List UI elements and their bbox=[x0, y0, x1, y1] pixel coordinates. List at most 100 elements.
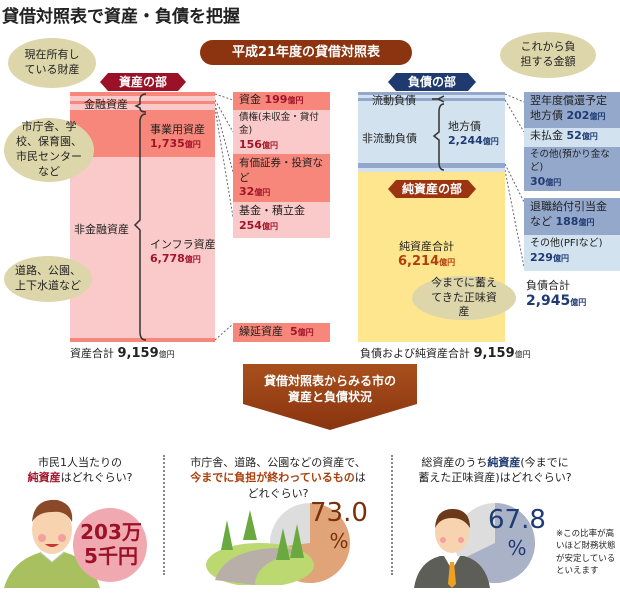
label: 事業用資産 bbox=[150, 123, 205, 136]
bubble-text: これから負担する金額 bbox=[520, 40, 576, 68]
label: 地方債 bbox=[448, 120, 481, 133]
q-text: はどれぐらい? bbox=[60, 471, 133, 485]
value: 1,735 bbox=[150, 137, 185, 150]
brace-icon bbox=[133, 93, 147, 341]
unit: 億円 bbox=[545, 177, 562, 187]
unit: 億円 bbox=[297, 328, 314, 337]
q-text: 市民1人当たりの bbox=[38, 456, 122, 469]
q-text: 蓄えた正味資産)はどれぐらい? bbox=[418, 471, 572, 485]
liability-details-column: 翌年度償還予定地方債 202億円 未払金 52億円 その他(預かり金など)30億… bbox=[524, 92, 620, 309]
bubble-text: 市庁舎、学校、保育園、市民センターなど bbox=[16, 120, 82, 178]
net-ratio-value: 67.8% bbox=[488, 505, 546, 560]
q-text: どれぐらい? bbox=[247, 486, 309, 500]
unit: 億円 bbox=[578, 218, 595, 228]
divider bbox=[391, 455, 393, 575]
current-liabilities-label: 流動負債 bbox=[372, 94, 416, 107]
unit: 億円 bbox=[184, 140, 201, 149]
liability-details-lower: 退職給付引当金など 188億円 その他(PFIなど)229億円 bbox=[524, 198, 620, 272]
value: 188 bbox=[555, 215, 579, 229]
value: 203万 bbox=[80, 520, 142, 544]
unit: 億円 bbox=[287, 96, 304, 105]
dashed-connectors bbox=[505, 93, 525, 268]
value: 2,945 bbox=[526, 293, 571, 310]
label: 退職給付引当金など bbox=[530, 200, 607, 229]
bubble-text: 道路、公園、上下水道など bbox=[15, 264, 81, 292]
panel-net-ratio-question: 総資産のうち純資産(今までに蓄えた正味資産)はどれぐらい? bbox=[395, 455, 595, 486]
liability-details: 翌年度償還予定地方債 202億円 未払金 52億円 その他(預かり金など)30億… bbox=[524, 92, 620, 192]
value2: 5千円 bbox=[84, 544, 138, 568]
liabilities-tag: 負債の部 bbox=[388, 73, 476, 91]
detail-deferred: 繰延資産 5億円 bbox=[233, 323, 330, 342]
page-title: 貸借対照表で資産・負債を把握 bbox=[2, 7, 240, 27]
bubble-infra-assets: 道路、公園、上下水道など bbox=[4, 256, 92, 302]
detail-other-deposits: その他(預かり金など)30億円 bbox=[524, 147, 620, 192]
panel-per-capita-question: 市民1人当たりの純資産はどれぐらい? bbox=[0, 455, 160, 486]
label: 資産合計 bbox=[70, 347, 114, 360]
bubble-text: 今までに蓄えてきた正味資産 bbox=[431, 275, 497, 319]
label: 翌年度償還予定地方債 bbox=[530, 94, 607, 122]
q-text: 総資産のうち bbox=[421, 456, 488, 469]
pct: % bbox=[329, 529, 349, 554]
detail-bonds-next-year: 翌年度償還予定地方債 202億円 bbox=[524, 92, 620, 128]
label: 基金・積立金 bbox=[239, 203, 305, 217]
value: 9,159 bbox=[473, 346, 515, 361]
label: その他(預かり金など) bbox=[530, 149, 610, 173]
unit: 億円 bbox=[439, 258, 456, 267]
per-capita-circle bbox=[73, 508, 147, 582]
unit: 億円 bbox=[581, 132, 598, 141]
unit: 億円 bbox=[514, 350, 531, 359]
grand-total: 負債および純資産合計 9,159億円 bbox=[360, 345, 531, 361]
label: 債権(未収金・貸付金) bbox=[239, 112, 319, 136]
non-current-liabilities-label: 非流動負債 bbox=[362, 132, 417, 145]
detail-retirement: 退職給付引当金など 188億円 bbox=[524, 198, 620, 236]
q-emphasis: 純資産 bbox=[487, 456, 521, 469]
detail-unpaid: 未払金 52億円 bbox=[524, 128, 620, 147]
pie-slice bbox=[459, 503, 535, 583]
value: 6,214 bbox=[398, 254, 440, 269]
stability-note: ※この比率が高いほど財務状態が安定しているといえます bbox=[556, 529, 616, 576]
panel-paid-question: 市庁舎、道路、公園などの資産で、今までに負担が終わっているものはどれぐらい? bbox=[168, 455, 388, 501]
detail-receivables: 債権(未収金・貸付金)156億円 bbox=[233, 110, 330, 155]
value: 67.8 bbox=[488, 505, 546, 535]
businessman-illustration bbox=[414, 508, 490, 588]
dashed-connectors bbox=[215, 93, 234, 341]
detail-other-pfi: その他(PFIなど)229億円 bbox=[524, 235, 620, 272]
bubble-business-assets: 市庁舎、学校、保育園、市民センターなど bbox=[4, 118, 94, 182]
value: 202 bbox=[566, 108, 590, 122]
unit: 億円 bbox=[589, 111, 606, 121]
label: 資金 bbox=[239, 93, 261, 106]
unit: 億円 bbox=[158, 350, 175, 359]
label: 有価証券・投資など bbox=[239, 157, 323, 184]
unit: 億円 bbox=[261, 221, 278, 231]
value: 156 bbox=[239, 137, 262, 151]
value: 229 bbox=[530, 250, 553, 264]
label: インフラ資産 bbox=[150, 238, 216, 251]
pct: % bbox=[507, 536, 527, 561]
business-assets-block bbox=[70, 110, 215, 157]
q-text: (今までに bbox=[520, 456, 569, 469]
assets-total: 資産合計 9,159億円 bbox=[70, 345, 175, 361]
q-text: は bbox=[354, 471, 366, 485]
value: 52 bbox=[566, 129, 582, 142]
net-assets-tag: 純資産の部 bbox=[388, 180, 476, 198]
bubble-net-assets: 今までに蓄えてきた正味資産 bbox=[412, 276, 516, 320]
label: 負債合計 bbox=[526, 279, 570, 293]
value: 254 bbox=[239, 218, 262, 232]
label: 繰延資産 bbox=[239, 325, 283, 338]
value: 2,244 bbox=[448, 134, 483, 147]
down-arrow-icon bbox=[243, 364, 417, 430]
non-financial-assets-label: 非金融資産 bbox=[74, 223, 129, 236]
value: 9,159 bbox=[117, 346, 159, 361]
value: 6,778 bbox=[150, 252, 185, 265]
unit: 億円 bbox=[184, 255, 201, 264]
unit: 億円 bbox=[570, 298, 587, 308]
